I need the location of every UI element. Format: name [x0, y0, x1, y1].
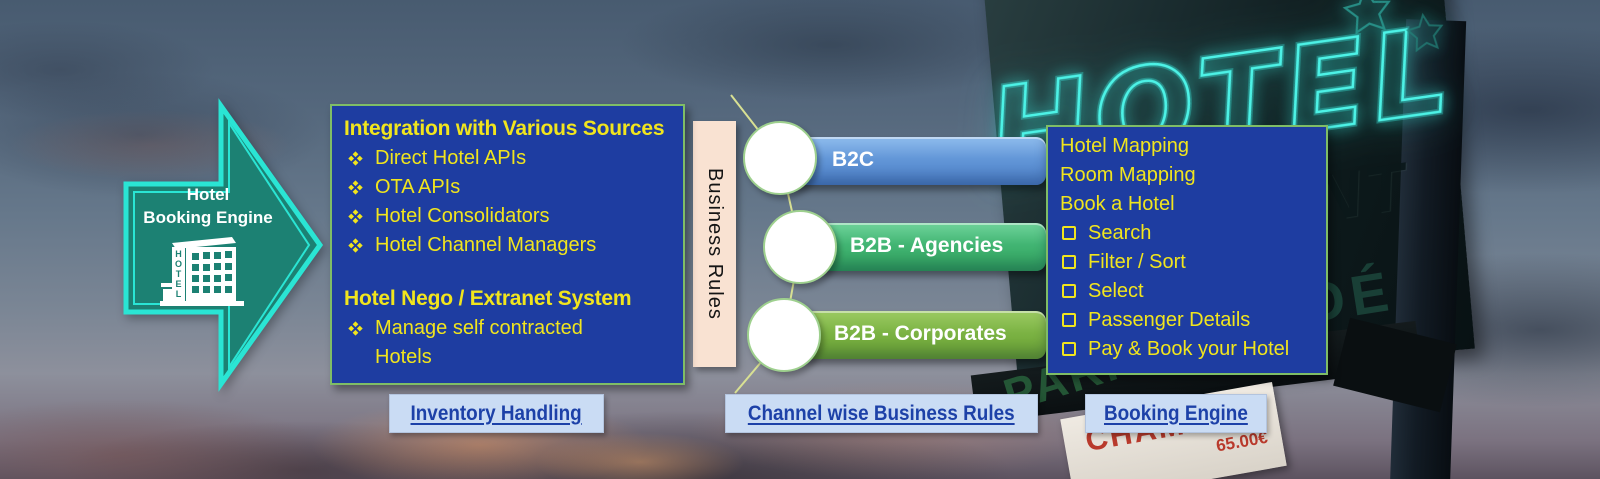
svg-text:O: O: [175, 259, 182, 269]
svg-text:E: E: [175, 279, 181, 289]
diamond-bullet-icon: [348, 151, 363, 166]
channel-node-circle: [763, 210, 837, 284]
list-item-label: OTA APIs: [375, 176, 461, 198]
channel-bar-b2b-corporates: B2B - Corporates: [786, 311, 1046, 359]
integration-sources-box: Integration with Various Sources Direct …: [330, 104, 685, 385]
booking-feature: Hotel Mapping: [1060, 135, 1189, 157]
integration-title: Integration with Various Sources: [344, 117, 665, 140]
hotel-building-icon: HOTEL: [160, 237, 244, 306]
channel-node-circle: [747, 298, 821, 372]
channel-bar-b2c: B2C: [782, 137, 1046, 185]
arrow-title-line2: Booking Engine: [143, 208, 273, 227]
channel-bar-b2b-agencies: B2B - Agencies: [800, 223, 1046, 271]
business-rules-bar: Business Rules: [693, 121, 736, 367]
list-item: OTA APIs: [344, 173, 673, 202]
booking-step: Pay & Book your Hotel: [1060, 335, 1318, 364]
diamond-bullet-icon: [348, 180, 363, 195]
diamond-bullet-icon: [348, 209, 363, 224]
booking-step-label: Search: [1088, 222, 1152, 244]
booking-step-label: Select: [1088, 280, 1144, 302]
checkbox-bullet-icon: [1062, 255, 1076, 269]
arrow-title-line1: Hotel: [186, 185, 230, 204]
caption-label: Booking Engine: [1104, 401, 1248, 425]
checkbox-bullet-icon: [1062, 313, 1076, 327]
list-item: Hotel Channel Managers: [344, 231, 673, 260]
list-item-label: Direct Hotel APIs: [375, 147, 527, 169]
diamond-bullet-icon: [348, 238, 363, 253]
booking-engine-box: Hotel Mapping Room Mapping Book a Hotel …: [1046, 125, 1328, 375]
caption-channel-wise-business-rules[interactable]: Channel wise Business Rules: [725, 394, 1038, 433]
booking-step-label: Filter / Sort: [1088, 251, 1186, 273]
caption-inventory-handling[interactable]: Inventory Handling: [389, 394, 604, 433]
booking-feature: Book a Hotel: [1060, 193, 1175, 215]
checkbox-bullet-icon: [1062, 342, 1076, 356]
booking-step: Filter / Sort: [1060, 248, 1318, 277]
list-item-label: Hotel Channel Managers: [375, 234, 597, 256]
diamond-bullet-icon: [348, 321, 363, 336]
caption-booking-engine[interactable]: Booking Engine: [1085, 394, 1267, 433]
booking-feature: Room Mapping: [1060, 164, 1196, 186]
neon-star-icon: [1342, 0, 1391, 35]
list-item: Direct Hotel APIs: [344, 144, 673, 173]
checkbox-bullet-icon: [1062, 284, 1076, 298]
list-item-label: Hotel Consolidators: [375, 205, 550, 227]
svg-text:L: L: [176, 289, 182, 299]
list-item-label: Manage self contracted Hotels: [375, 317, 583, 368]
svg-text:T: T: [176, 269, 182, 279]
caption-label: Inventory Handling: [410, 401, 583, 425]
booking-step-label: Passenger Details: [1088, 309, 1251, 331]
list-item: Manage self contracted Hotels: [344, 314, 644, 372]
hotel-booking-engine-arrow: [123, 98, 324, 392]
business-rules-label: Business Rules: [704, 168, 726, 320]
neon-star-icon: [1405, 12, 1444, 53]
booking-step-label: Pay & Book your Hotel: [1088, 338, 1290, 360]
booking-step: Search: [1060, 219, 1318, 248]
booking-step: Passenger Details: [1060, 306, 1318, 335]
booking-step: Select: [1060, 277, 1318, 306]
list-item: Hotel Consolidators: [344, 202, 673, 231]
extranet-title: Hotel Nego / Extranet System: [344, 287, 632, 310]
channel-node-circle: [743, 121, 817, 195]
checkbox-bullet-icon: [1062, 226, 1076, 240]
arrow-title: Hotel Booking Engine: [128, 183, 288, 229]
svg-text:H: H: [175, 249, 182, 259]
caption-label: Channel wise Business Rules: [748, 401, 1015, 425]
